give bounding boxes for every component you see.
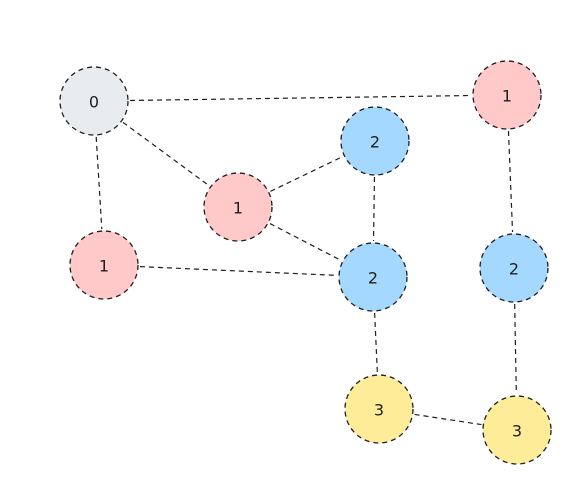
node-label: 3	[374, 401, 384, 420]
node-label: 1	[502, 87, 512, 106]
edge-n1b-n2a	[270, 156, 343, 192]
node-circle	[338, 242, 408, 312]
edge-n3a-n3b	[414, 413, 482, 426]
edge-n2a-n2b	[372, 176, 376, 242]
graph-node-n2b: 2	[338, 242, 408, 312]
node-circle	[479, 233, 549, 303]
graph-node-n1c: 1	[69, 230, 139, 300]
edge-n1b-n2b	[269, 223, 342, 261]
graph-node-n1b: 1	[203, 172, 273, 242]
graph-node-n2a: 2	[340, 106, 410, 176]
graph-node-n3b: 3	[482, 395, 552, 465]
graph-node-n3a: 3	[344, 374, 414, 444]
node-label: 2	[370, 133, 380, 152]
node-circle	[472, 60, 542, 130]
node-label: 1	[99, 257, 109, 276]
node-label: 1	[233, 199, 243, 218]
edge-n1a-n2c	[507, 130, 514, 233]
node-label: 2	[368, 269, 378, 288]
node-circle	[340, 106, 410, 176]
node-label: 2	[509, 260, 519, 279]
edge-n0-n1c	[95, 136, 103, 230]
edge-n0-n1a	[129, 94, 472, 102]
graph-node-n1a: 1	[472, 60, 542, 130]
edge-n2c-n3b	[514, 303, 517, 395]
edge-n1c-n2b	[139, 266, 338, 276]
graph-node-n0: 0	[59, 66, 129, 136]
node-circle	[344, 374, 414, 444]
nodes-layer: 0 1 1 1 2 2 2 3 3	[59, 60, 552, 465]
node-circle	[203, 172, 273, 242]
graph-node-n2c: 2	[479, 233, 549, 303]
node-circle	[69, 230, 139, 300]
node-circle	[59, 66, 129, 136]
node-label: 0	[89, 93, 99, 112]
edge-n0-n1b	[122, 121, 210, 187]
edge-n2b-n3a	[374, 312, 378, 374]
node-label: 3	[512, 422, 522, 441]
node-circle	[482, 395, 552, 465]
edges-layer	[95, 94, 517, 426]
